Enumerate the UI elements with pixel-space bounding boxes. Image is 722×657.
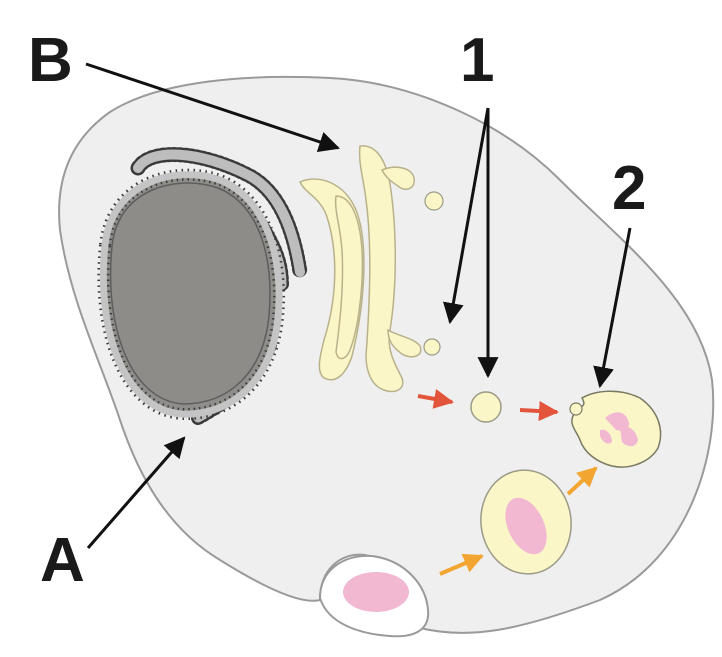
label-b: B	[28, 26, 73, 95]
orange-arrow	[439, 553, 484, 576]
pointer-arrow-b	[85, 62, 340, 152]
golgi-vesicle	[423, 338, 441, 356]
transport-vesicle	[470, 391, 502, 423]
label-2: 2	[612, 154, 647, 223]
label-a: A	[40, 526, 85, 595]
pointer-arrow-1a	[442, 107, 490, 325]
lysosome	[569, 390, 662, 468]
golgi-apparatus	[298, 145, 422, 393]
label-1: 1	[460, 26, 495, 95]
orange-arrow	[566, 466, 598, 496]
endosome	[480, 469, 572, 575]
pointer-arrow-2	[593, 227, 632, 389]
golgi-vesicle	[424, 191, 444, 211]
nucleus	[97, 168, 286, 421]
red-arrow	[417, 389, 454, 409]
red-arrow	[519, 401, 559, 422]
endocytic-pocket	[318, 554, 430, 638]
pointer-arrow-a	[86, 436, 186, 549]
